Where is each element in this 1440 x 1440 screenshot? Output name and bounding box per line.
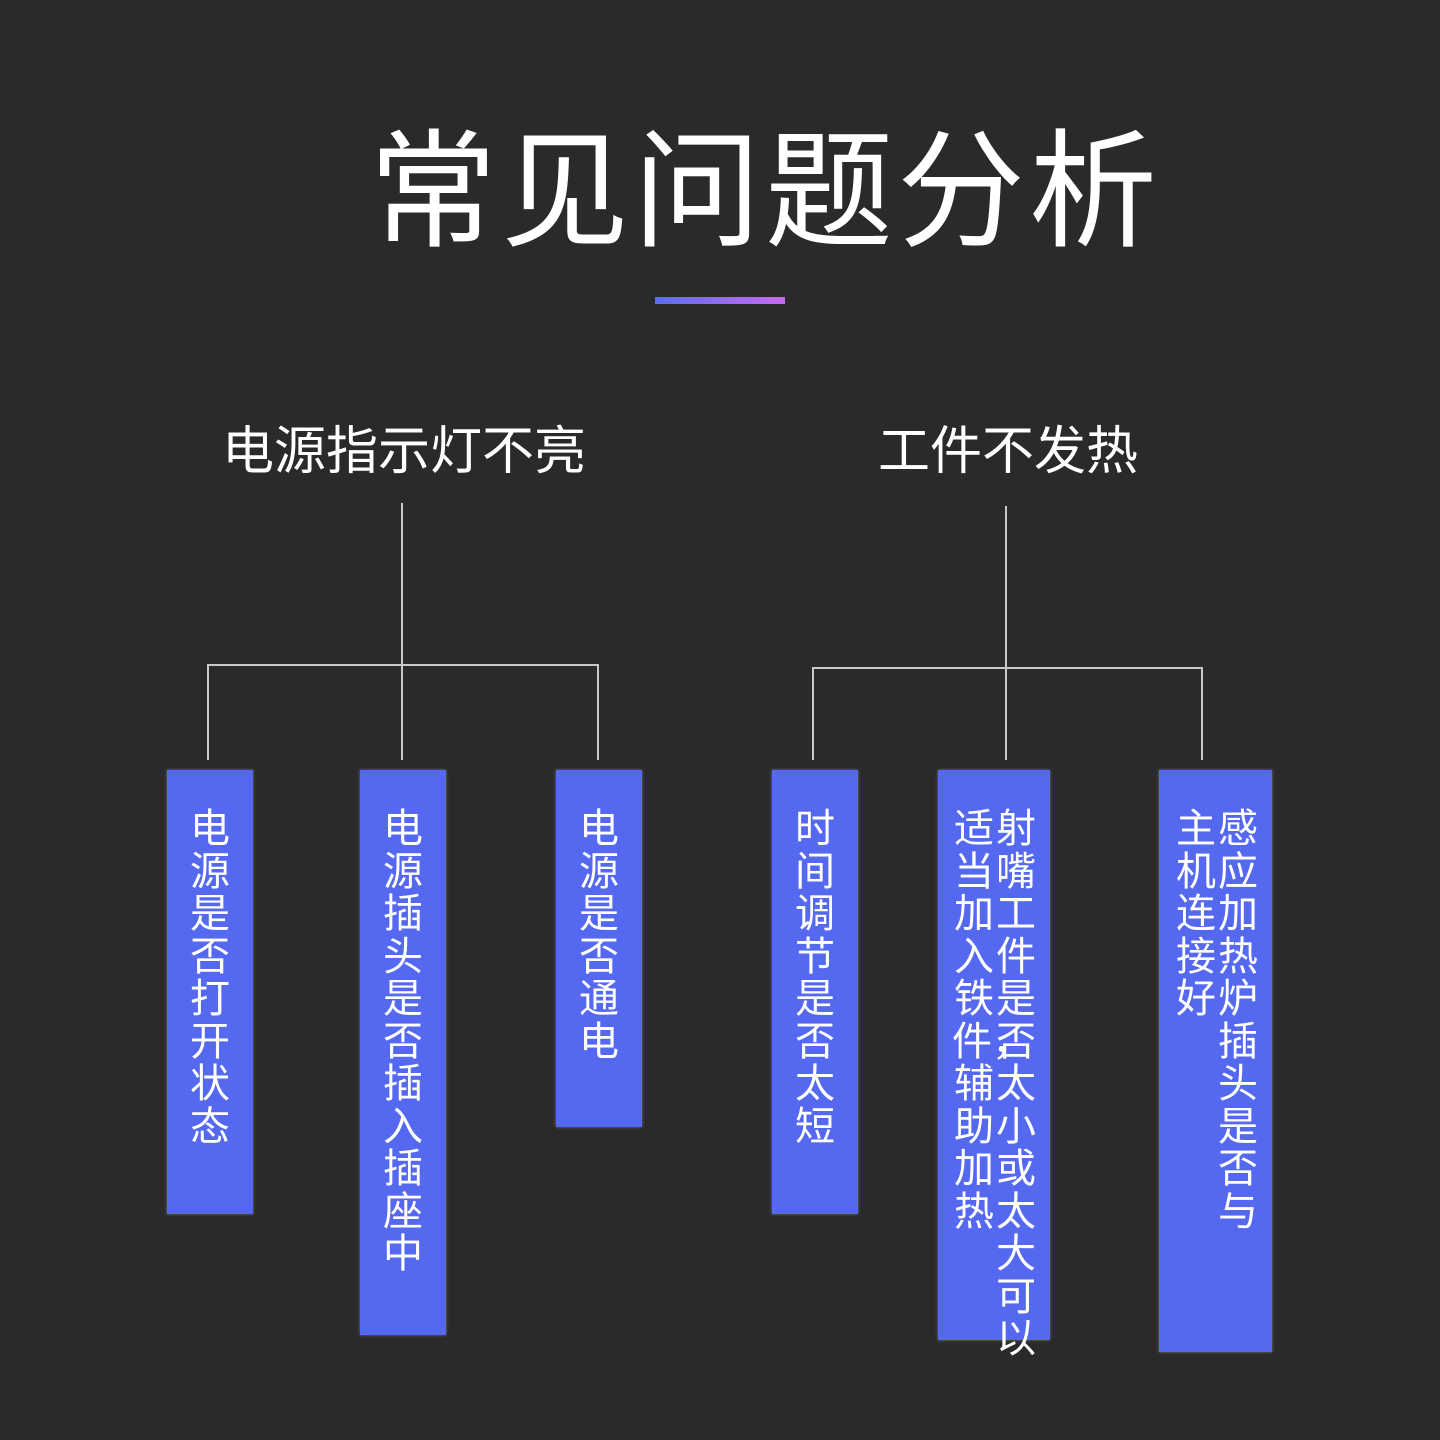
connector-trunk-2: [1005, 506, 1007, 760]
connector-bus-2: [812, 667, 1203, 669]
cause-text: 时间调节是否太短: [795, 806, 835, 1150]
cause-text: 电源是否打开状态: [190, 806, 230, 1150]
connector-branch-2-3: [1201, 667, 1203, 760]
title-accent-bar: [655, 297, 785, 304]
connector-trunk-1: [401, 503, 403, 760]
cause-box-power-on: 电源是否通电: [556, 770, 642, 1127]
cause-text: 电源是否通电: [579, 806, 619, 1065]
cause-box-furnace-plug: 感应加热炉插头是否与 主机连接好: [1159, 770, 1272, 1352]
cause-text-col-1: 射嘴工件是否太小或太大可以: [996, 806, 1036, 1362]
connector-branch-2-1: [812, 667, 814, 760]
cause-box-workpiece-size: 射嘴工件是否太小或太大可以 适当加入铁件，辅助加热: [938, 770, 1050, 1360]
cause-text-col-2: 主机连接好: [1176, 806, 1216, 1022]
page-title: 常见问题分析: [368, 118, 1161, 267]
cause-box-time-setting: 时间调节是否太短: [772, 770, 858, 1214]
cause-box-plug-inserted: 电源插头是否插入插座中: [360, 770, 446, 1335]
group-label-no-heating: 工件不发热: [877, 422, 1138, 482]
cause-text-col-2: 适当加入铁件，辅助加热: [952, 806, 1032, 1235]
connector-branch-1-1: [207, 664, 209, 760]
cause-box-power-switch: 电源是否打开状态: [167, 770, 253, 1214]
group-label-power-indicator: 电源指示灯不亮: [221, 422, 586, 482]
cause-text-col-1: 感应加热炉插头是否与: [1218, 806, 1258, 1235]
connector-branch-1-3: [597, 664, 599, 760]
connector-bus-1: [207, 664, 599, 666]
cause-text: 电源插头是否插入插座中: [383, 806, 423, 1277]
